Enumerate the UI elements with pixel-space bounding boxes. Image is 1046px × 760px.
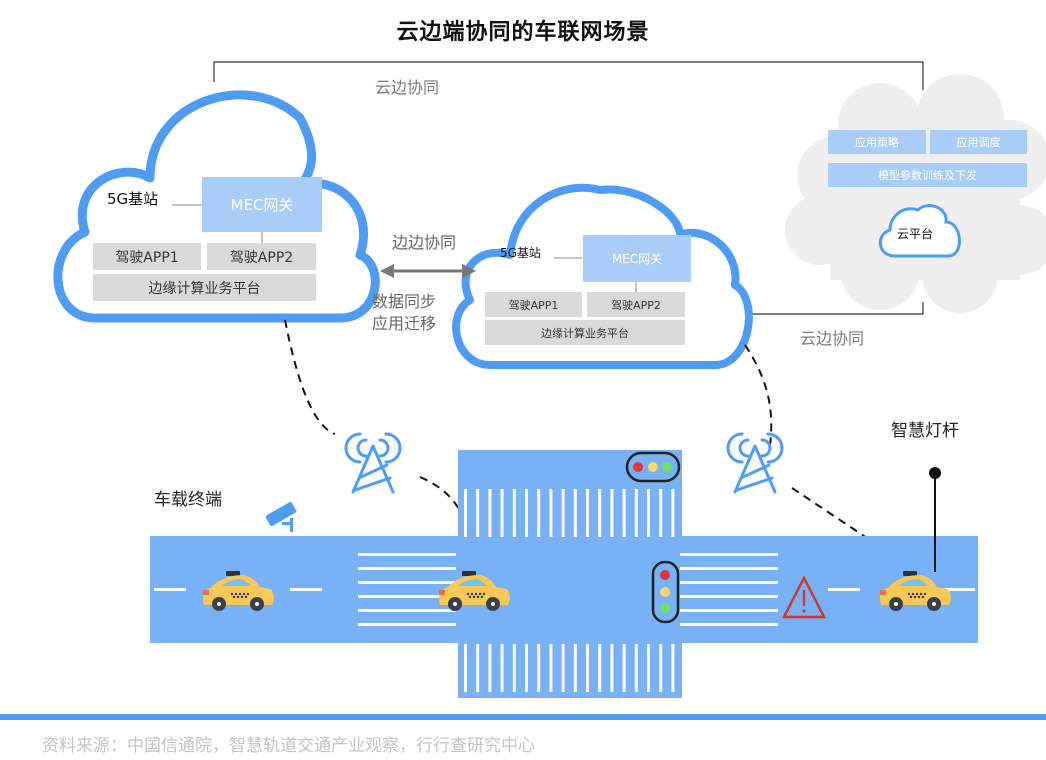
schedule-box: 应用调度 <box>930 130 1027 154</box>
crosswalk-stripe-left <box>358 595 456 598</box>
warning-icon <box>781 575 827 619</box>
lane-mark <box>290 588 322 591</box>
crosswalk-stripe-bottom <box>598 644 602 692</box>
mec-gateway-2: MEC网关 <box>583 235 691 282</box>
cloud-edge-connector-bottom <box>750 302 924 315</box>
crosswalk-stripe-bottom <box>647 644 650 692</box>
crosswalk-stripe-top <box>647 489 650 537</box>
crosswalk-stripe-top <box>598 489 602 537</box>
crosswalk-stripe-left <box>358 567 456 570</box>
tower-icon-2 <box>726 432 784 494</box>
app2-box-1: 驾驶APP2 <box>207 243 316 270</box>
crosswalk-stripe-top <box>476 489 480 537</box>
crosswalk-stripe-bottom <box>500 644 504 692</box>
app2-box-2: 驾驶APP2 <box>587 292 685 317</box>
cloud-edge-label-top: 云边协同 <box>375 78 440 97</box>
page-title: 云边端协同的车联网场景 <box>396 20 650 45</box>
crosswalk-stripe-bottom <box>622 644 626 692</box>
platform-box-1: 边缘计算业务平台 <box>93 274 316 301</box>
footer-divider <box>0 714 1046 720</box>
base-station-label-1: 5G基站 <box>107 190 159 208</box>
traffic-light-horizontal <box>625 451 681 483</box>
crosswalk-stripe-top <box>634 489 638 537</box>
crosswalk-stripe-bottom <box>512 644 516 692</box>
tower-icon-1 <box>344 432 402 494</box>
crosswalk-stripe-bottom <box>586 644 589 692</box>
link-cloud2-tower2 <box>744 344 773 446</box>
training-box: 模型参数训练及下发 <box>828 163 1027 187</box>
crosswalk-stripe-top <box>500 489 504 537</box>
smart-pole-icon <box>929 467 941 572</box>
road-vertical <box>458 450 682 698</box>
terminal-label: 车载终端 <box>154 490 222 510</box>
crosswalk-stripe-bottom <box>659 644 663 692</box>
cloud-edge-connector-top <box>213 61 924 90</box>
taxi-icon <box>439 571 510 611</box>
lane-mark <box>154 588 186 591</box>
cloud-edge-label-bottom: 云边协同 <box>800 329 865 348</box>
crosswalk-stripe-top <box>561 489 565 537</box>
edge-edge-arrow <box>380 264 476 278</box>
crosswalk-stripe-bottom <box>549 644 553 692</box>
crosswalk-stripe-top <box>464 489 467 537</box>
crosswalk-stripe-top <box>573 489 577 537</box>
mec-gateway-1: MEC网关 <box>202 177 322 232</box>
crosswalk-stripe-top <box>549 489 553 537</box>
crosswalk-stripe-top <box>659 489 663 537</box>
crosswalk-stripe-left <box>358 609 456 612</box>
crosswalk-stripe-bottom <box>561 644 565 692</box>
camera-icon <box>265 502 297 532</box>
base-station-label-2: 5G基站 <box>500 246 541 260</box>
traffic-light-vertical <box>651 560 680 624</box>
crosswalk-stripe-top <box>488 489 492 537</box>
lane-mark <box>945 588 975 591</box>
cloud-platform-cloud <box>785 74 1046 313</box>
crosswalk-stripe-bottom <box>610 644 614 692</box>
cloud-platform-label: 云平台 <box>897 227 934 241</box>
crosswalk-stripe-bottom <box>573 644 577 692</box>
crosswalk-stripe-bottom <box>671 644 675 692</box>
edge-edge-label: 边边协同 <box>392 233 457 252</box>
policy-box: 应用策略 <box>828 130 926 154</box>
crosswalk-stripe-top <box>512 489 516 537</box>
crosswalk-stripe-bottom <box>525 644 528 692</box>
source-note: 资料来源：中国信通院，智慧轨道交通产业观察，行行查研究中心 <box>42 736 535 756</box>
crosswalk-stripe-bottom <box>476 644 480 692</box>
platform-box-2: 边缘计算业务平台 <box>485 320 685 345</box>
link-cloud1-tower1 <box>284 319 336 435</box>
lane-mark <box>828 588 860 591</box>
crosswalk-stripe-top <box>525 489 528 537</box>
app1-box-1: 驾驶APP1 <box>93 243 201 270</box>
crosswalk-stripe-right <box>680 581 778 584</box>
crosswalk-stripe-top <box>610 489 614 537</box>
taxi-icon <box>880 571 951 611</box>
crosswalk-stripe-top <box>622 489 626 537</box>
crosswalk-stripe-right <box>680 609 778 612</box>
data-sync-label: 数据同步 <box>372 292 437 311</box>
crosswalk-stripe-right <box>680 553 778 556</box>
crosswalk-stripe-bottom <box>464 644 467 692</box>
smart-pole-label: 智慧灯杆 <box>891 421 959 441</box>
crosswalk-stripe-left <box>358 553 456 556</box>
crosswalk-stripe-left <box>358 581 456 584</box>
crosswalk-stripe-top <box>586 489 589 537</box>
crosswalk-stripe-top <box>671 489 675 537</box>
crosswalk-stripe-top <box>537 489 541 537</box>
crosswalk-stripe-bottom <box>488 644 492 692</box>
crosswalk-stripe-right <box>680 595 778 598</box>
crosswalk-stripe-right <box>680 623 778 626</box>
cloud-platform-icon <box>879 204 961 258</box>
app1-box-2: 驾驶APP1 <box>485 292 582 317</box>
app-migrate-label: 应用迁移 <box>372 314 437 333</box>
taxi-icon <box>203 571 274 611</box>
crosswalk-stripe-bottom <box>537 644 541 692</box>
crosswalk-stripe-right <box>680 567 778 570</box>
crosswalk-stripe-left <box>358 623 456 626</box>
crosswalk-stripe-bottom <box>634 644 638 692</box>
